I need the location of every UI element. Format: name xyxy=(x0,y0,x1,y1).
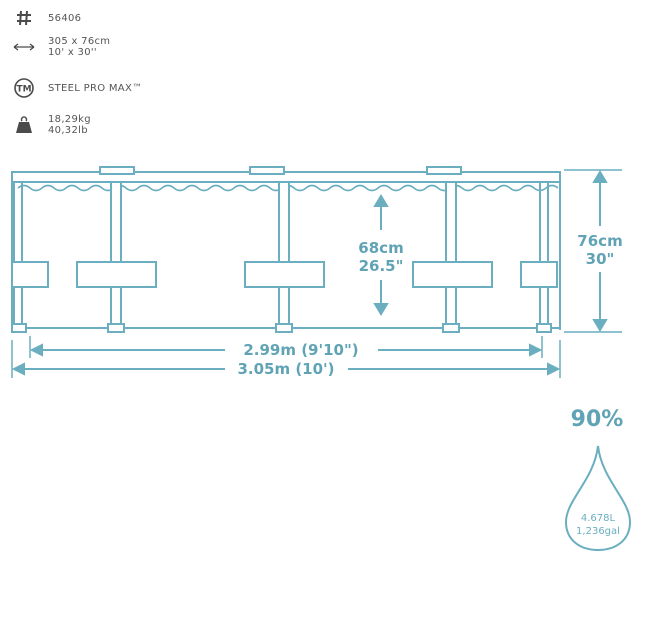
side-panel xyxy=(11,261,49,288)
leg-base xyxy=(107,323,125,333)
water-drop-icon xyxy=(564,445,632,552)
inner-width-label: 2.99m (9'10") xyxy=(243,341,358,359)
inner-width-arrow xyxy=(29,336,543,358)
side-panel xyxy=(244,261,325,288)
side-panel xyxy=(520,261,558,288)
trademark-icon: TM xyxy=(10,76,38,100)
inner-height-cm: 68cm xyxy=(358,239,403,257)
fill-percent: 90% xyxy=(571,407,624,432)
leg xyxy=(278,181,290,333)
total-height-in: 30" xyxy=(586,250,615,268)
inner-height-arrow xyxy=(373,194,389,316)
leg-base xyxy=(442,323,460,333)
hash-icon xyxy=(10,6,38,30)
inner-height-in: 26.5" xyxy=(359,257,404,275)
top-rail xyxy=(11,171,561,183)
spec-brand: TM STEEL PRO MAX™ xyxy=(10,76,142,100)
spec-weight: 18,29kg 40,32lb xyxy=(10,113,91,137)
total-height-cm: 76cm xyxy=(577,232,622,250)
rail-connector xyxy=(426,166,462,175)
total-height-arrow xyxy=(564,169,622,333)
weight-kg: 18,29kg xyxy=(48,114,91,125)
spec-model: 56406 xyxy=(10,6,81,30)
brand-name: STEEL PRO MAX™ xyxy=(48,82,143,94)
spec-size: 305 x 76cm 10' x 30'' xyxy=(10,35,110,59)
weight-lb: 40,32lb xyxy=(48,125,88,136)
double-arrow-icon xyxy=(10,35,38,59)
capacity-gallons: 1,236gal xyxy=(576,526,620,537)
leg-base xyxy=(275,323,293,333)
size-imperial: 10' x 30'' xyxy=(48,47,97,58)
svg-text:TM: TM xyxy=(16,85,31,95)
side-panel xyxy=(412,261,493,288)
leg xyxy=(110,181,122,333)
leg-left xyxy=(13,181,23,331)
leg-right xyxy=(539,181,549,331)
side-panel xyxy=(76,261,157,288)
leg-base xyxy=(11,323,27,333)
weight-icon xyxy=(10,113,38,137)
capacity-liters: 4.678L xyxy=(581,513,616,524)
rail-connector xyxy=(99,166,135,175)
outer-width-arrow xyxy=(11,340,561,378)
model-number: 56406 xyxy=(48,12,82,24)
leg-base xyxy=(536,323,552,333)
leg xyxy=(445,181,457,333)
rail-connector xyxy=(249,166,285,175)
outer-width-label: 3.05m (10') xyxy=(237,360,334,378)
size-metric: 305 x 76cm xyxy=(48,36,111,47)
